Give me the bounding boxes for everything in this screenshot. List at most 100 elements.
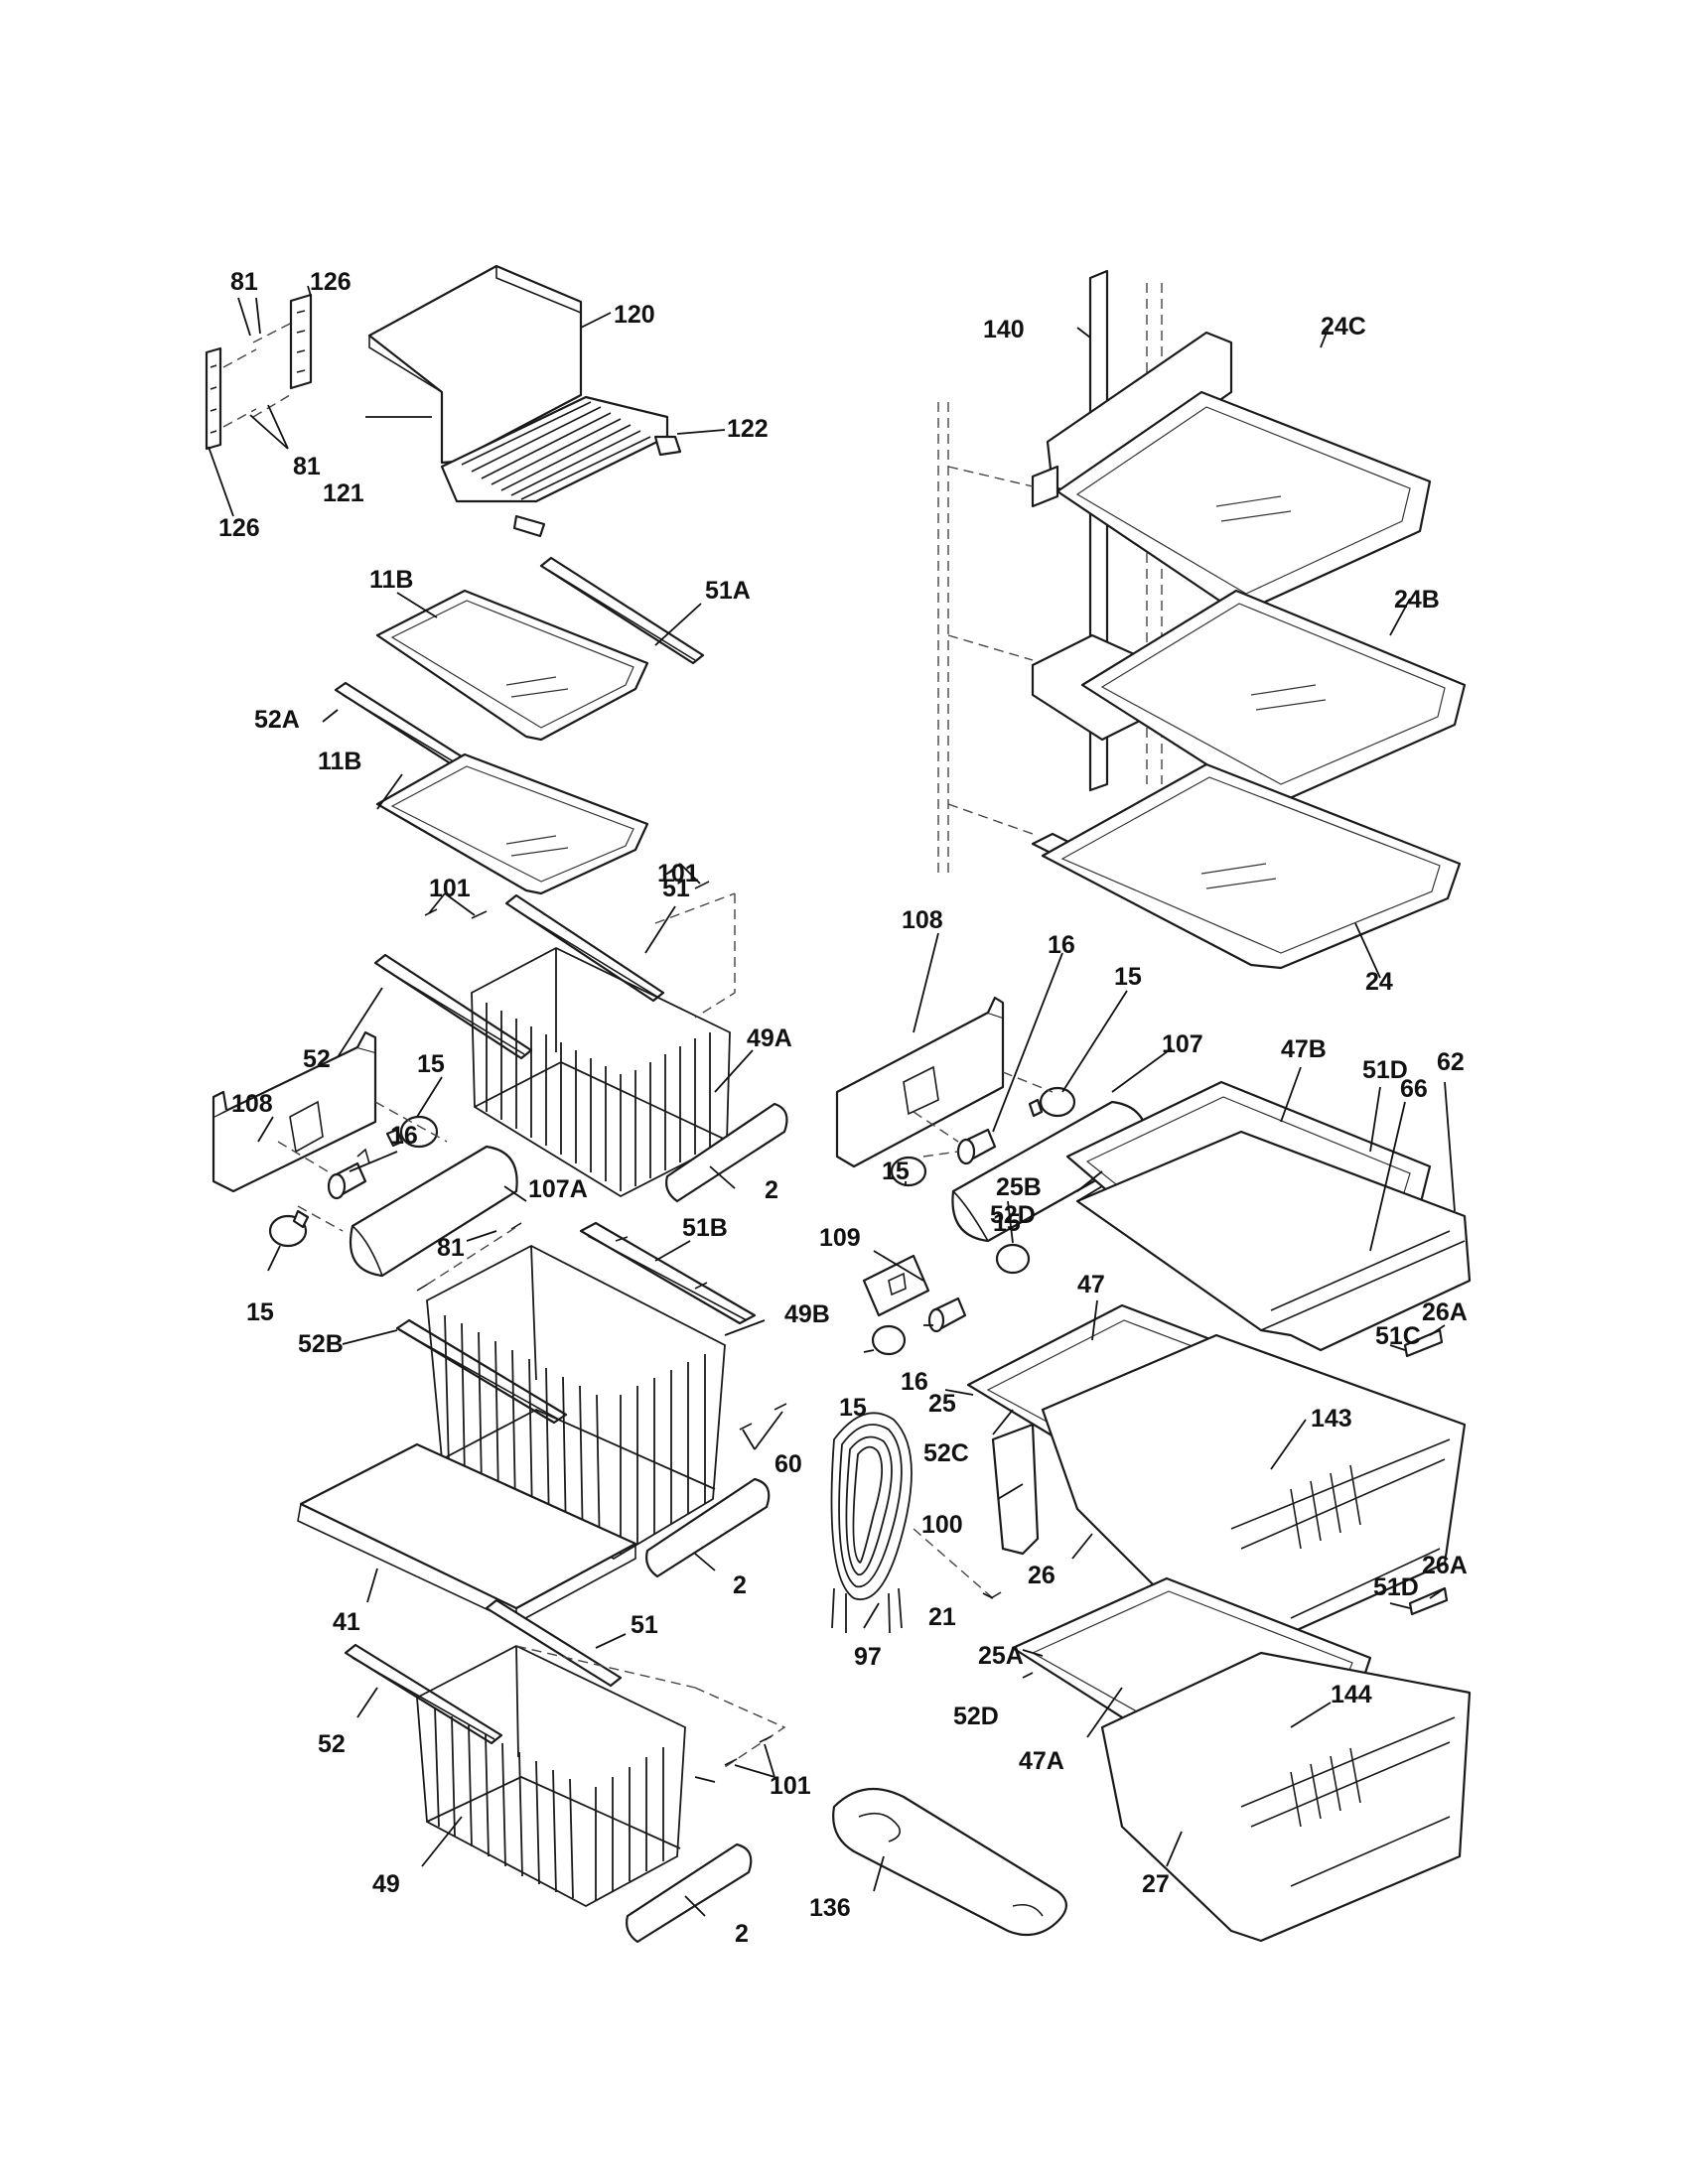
screws-60 <box>739 1403 787 1450</box>
callout-49B: 49B <box>784 1300 830 1328</box>
callout-107A: 107A <box>528 1175 588 1203</box>
callout-2: 2 <box>735 1920 749 1948</box>
rail-52B <box>395 1318 568 1425</box>
callout-16: 16 <box>1048 931 1075 959</box>
callout-51C: 51C <box>1375 1322 1421 1350</box>
screws-81-middle <box>416 1222 522 1292</box>
bulb-15-small-lower <box>871 1324 907 1356</box>
light-housing-108-right <box>835 996 1005 1168</box>
basket-49 <box>416 1644 786 1908</box>
shelf-24 <box>1031 762 1462 970</box>
shelf-24C <box>1031 331 1432 613</box>
callout-143: 143 <box>1311 1405 1352 1433</box>
trim-2-lower <box>626 1843 753 1944</box>
callout-16: 16 <box>901 1368 928 1396</box>
callout-24B: 24B <box>1394 586 1440 614</box>
callout-15: 15 <box>1114 963 1142 991</box>
rail-51B <box>579 1221 757 1325</box>
callout-122: 122 <box>727 415 769 443</box>
callout-47B: 47B <box>1281 1035 1327 1063</box>
callout-25B: 25B <box>996 1173 1042 1201</box>
callout-15: 15 <box>246 1298 274 1326</box>
trim-2-middle <box>645 1477 771 1578</box>
callout-15: 15 <box>882 1158 910 1185</box>
bulb-15-left-upper <box>385 1115 439 1149</box>
callout-101: 101 <box>429 875 471 902</box>
callout-25: 25 <box>928 1390 956 1418</box>
rail-52 <box>373 953 533 1060</box>
callout-81: 81 <box>230 268 258 296</box>
callout-52C: 52C <box>923 1439 969 1467</box>
callout-24: 24 <box>1365 968 1393 996</box>
callout-52D: 52D <box>990 1201 1036 1229</box>
callout-15: 15 <box>839 1394 867 1422</box>
drawer-26 <box>1041 1333 1467 1655</box>
callout-24C: 24C <box>1321 313 1366 341</box>
bracket-126-lower <box>205 346 222 451</box>
callout-101: 101 <box>770 1772 811 1800</box>
bracket-126-upper <box>289 293 313 390</box>
screws-101-upper <box>424 863 710 919</box>
drawer-27 <box>1100 1651 1472 1943</box>
callout-126: 126 <box>310 268 352 296</box>
callout-109: 109 <box>819 1224 861 1252</box>
callout-2: 2 <box>733 1571 747 1599</box>
callout-140: 140 <box>983 316 1025 343</box>
callout-49: 49 <box>372 1870 400 1898</box>
callout-97: 97 <box>854 1643 882 1671</box>
drawer-62 <box>1075 1130 1472 1352</box>
callout-51D: 51D <box>1373 1573 1419 1601</box>
callout-47A: 47A <box>1019 1747 1064 1775</box>
rail-51 <box>504 893 665 1003</box>
callout-51: 51 <box>631 1611 658 1639</box>
callout-101: 101 <box>657 860 699 887</box>
callout-107: 107 <box>1162 1030 1203 1058</box>
bulb-15-small-upper <box>995 1243 1031 1275</box>
callout-81: 81 <box>437 1234 465 1262</box>
rail-51-lower <box>485 1598 623 1688</box>
callout-52A: 52A <box>254 706 300 734</box>
basket-49A <box>471 892 736 1198</box>
callout-52D: 52D <box>953 1703 999 1730</box>
callout-41: 41 <box>333 1608 360 1636</box>
dashes-shelves <box>947 466 1034 835</box>
clips-26A <box>1403 1328 1449 1616</box>
socket-16-small <box>927 1297 967 1333</box>
bulb-15-left-lower <box>268 1209 310 1248</box>
callout-15: 15 <box>993 1209 1021 1237</box>
coil-97 <box>830 1412 913 1634</box>
trim-2-upper <box>665 1102 788 1203</box>
socket-16-left <box>327 1148 370 1200</box>
callout-26A: 26A <box>1422 1552 1468 1579</box>
callout-26A: 26A <box>1422 1298 1468 1326</box>
callout-16: 16 <box>390 1122 418 1150</box>
callout-108: 108 <box>902 906 943 934</box>
callout-49A: 49A <box>747 1024 792 1052</box>
shelf-11B-lower <box>375 752 649 895</box>
rail-51A <box>539 556 705 665</box>
light-housing-108-left <box>211 1030 377 1193</box>
callout-26: 26 <box>1028 1562 1055 1589</box>
callout-108: 108 <box>231 1090 273 1118</box>
callout-51: 51 <box>662 875 690 902</box>
callouts: 81 126 120 122 81 121 126 11B 51A 52A 11… <box>218 268 1468 1948</box>
callout-51B: 51B <box>682 1214 728 1242</box>
screws-81 <box>222 297 291 450</box>
upright-140 <box>937 269 1163 874</box>
lens-107A <box>349 1145 518 1278</box>
shelf-11B-upper <box>375 589 649 742</box>
cover-41 <box>297 1442 637 1625</box>
callout-66: 66 <box>1400 1075 1428 1103</box>
callout-121: 121 <box>323 479 364 507</box>
screws-101-lower <box>724 1735 775 1778</box>
callout-144: 144 <box>1331 1681 1372 1708</box>
callout-100: 100 <box>921 1511 963 1539</box>
callout-136: 136 <box>809 1894 851 1922</box>
callout-120: 120 <box>614 301 655 329</box>
callout-52B: 52B <box>298 1330 344 1358</box>
deflector-136 <box>832 1787 1067 1937</box>
callout-52: 52 <box>318 1730 346 1758</box>
callout-51A: 51A <box>705 577 751 605</box>
leader-lines <box>208 285 1456 1917</box>
